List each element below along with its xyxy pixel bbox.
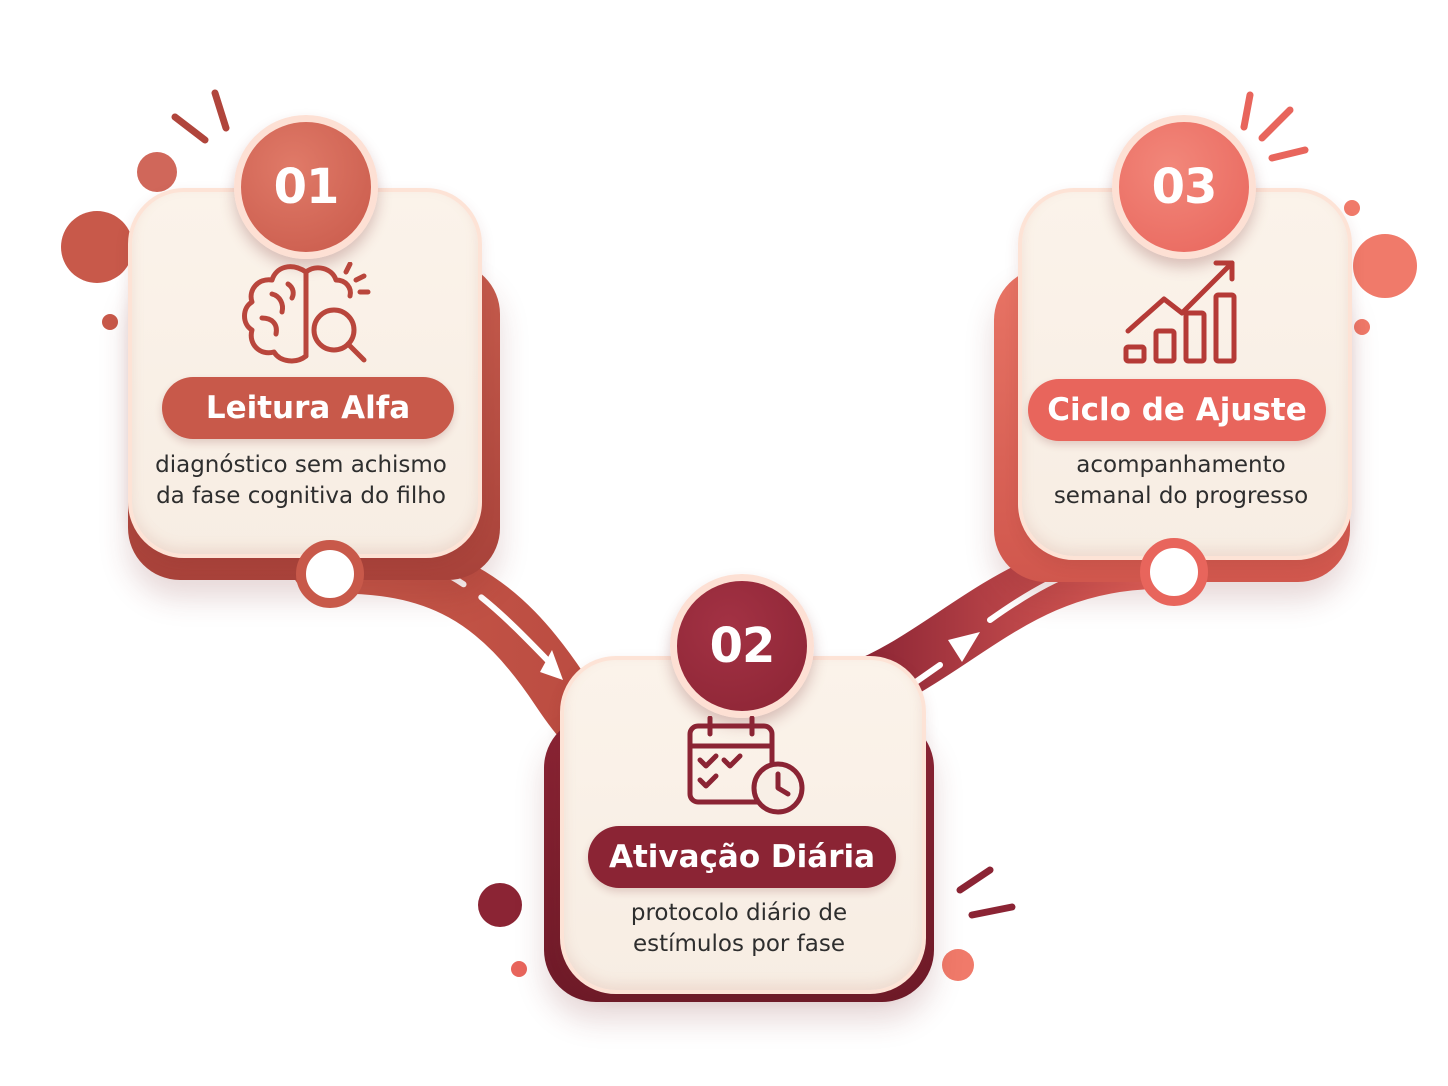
connector-node-1 <box>296 540 364 608</box>
step-description-2: protocolo diário de estímulos por fase <box>560 898 918 960</box>
step-number-3: 03 <box>1112 115 1256 259</box>
step-description-3-line2: semanal do progresso <box>1053 483 1309 509</box>
step-description-1-line1: diagnóstico sem achismo <box>155 452 447 478</box>
calendar-clock-icon <box>687 716 805 815</box>
step-description-2-line1: protocolo diário de <box>630 900 848 926</box>
step-title-1: Leitura Alfa <box>162 377 454 439</box>
step-description-1: diagnóstico sem achismo da fase cognitiv… <box>128 450 474 512</box>
brain-search-icon <box>242 262 371 364</box>
growth-chart-icon <box>1123 260 1237 364</box>
step-number-1: 01 <box>234 115 378 259</box>
step-title-3: Ciclo de Ajuste <box>1028 379 1326 441</box>
connector-node-3 <box>1140 538 1208 606</box>
step-description-3: acompanhamento semanal do progresso <box>1018 450 1344 512</box>
step-title-2: Ativação Diária <box>588 826 896 888</box>
step-description-3-line1: acompanhamento <box>1076 452 1286 478</box>
step-description-2-line2: estímulos por fase <box>632 931 846 957</box>
arrow-2-head <box>948 632 980 662</box>
step-description-1-line2: da fase cognitiva do filho <box>156 483 446 509</box>
arrow-1-head <box>540 650 563 680</box>
step-number-2: 02 <box>670 574 814 718</box>
